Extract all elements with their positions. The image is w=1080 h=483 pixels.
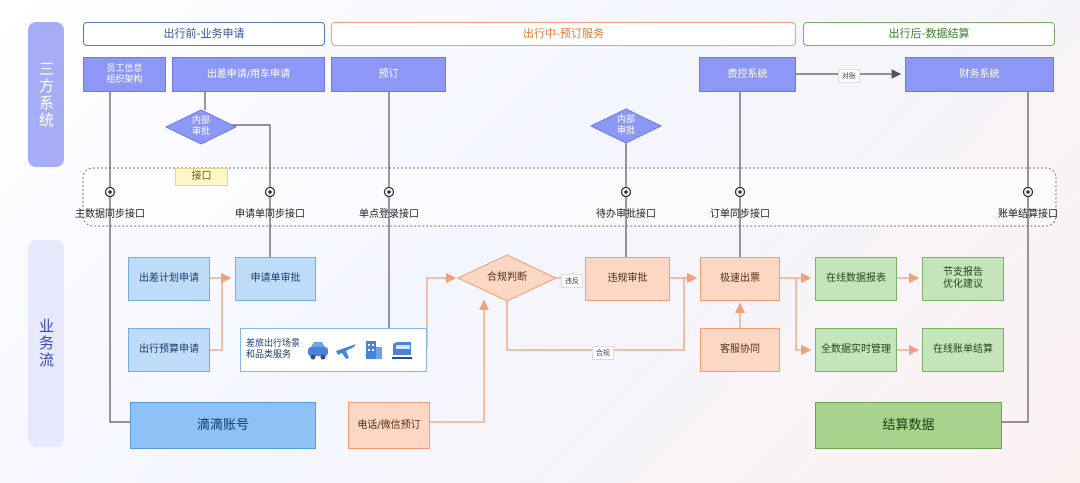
system-employee-info: 员工信息 组织架构: [83, 57, 166, 92]
flow-fast-ticket: 极速出票: [700, 257, 780, 301]
flow-violation-approval: 违规审批: [585, 257, 670, 301]
decision-internal-approval-2-label: 内部 审批: [616, 115, 635, 136]
system-finance: 财务系统: [905, 57, 1054, 92]
flow-online-report: 在线数据报表: [815, 257, 897, 301]
phase-post-header: 出行后-数据结算: [803, 22, 1055, 46]
interface-point-sso: 单点登录接口: [359, 209, 419, 220]
system-booking: 预订: [331, 57, 446, 92]
interface-point-order-sync: 订单同步接口: [710, 209, 770, 220]
edge-label-reconcile: 对账: [838, 69, 860, 83]
flow-phone-booking: 电话/微信预订: [348, 402, 430, 449]
decision-internal-approval-1-label: 内部 审批: [191, 116, 210, 137]
flow-settlement-data: 结算数据: [815, 402, 1002, 449]
system-expense-control: 费控系统: [699, 57, 796, 92]
flow-realtime-mgmt: 全数据实时管理: [815, 328, 897, 372]
flow-scenario-service: 差旅出行场景 和品类服务: [240, 328, 427, 372]
flow-savings-report: 节支报告 优化建议: [922, 257, 1004, 301]
train-icon: [392, 342, 413, 359]
interface-point-todo-approval: 待办审批接口: [596, 209, 656, 220]
hotel-icon: [366, 341, 383, 359]
interface-band: [82, 167, 1057, 227]
system-trip-apply: 出差申请/用车申请: [172, 57, 325, 92]
scenario-icons: [306, 338, 414, 362]
decision-internal-approval-1: [164, 109, 238, 145]
plane-icon: [336, 344, 357, 359]
phase-pre-header: 出行前-业务申请: [83, 22, 325, 46]
flow-trip-budget: 出行预算申请: [128, 328, 210, 372]
decision-compliance-check-label: 合规判断: [487, 272, 527, 283]
flow-didi-account: 滴滴账号: [130, 402, 316, 449]
flow-customer-service: 客服协同: [700, 328, 780, 372]
interface-tag: 接口: [175, 168, 228, 186]
lane-third-party: 三方系统: [28, 22, 64, 167]
scenario-service-label: 差旅出行场景 和品类服务: [246, 339, 301, 360]
edge-label-compliant: 合规: [592, 346, 614, 360]
interface-point-master-data: 主数据同步接口: [75, 209, 145, 220]
interface-point-apply-sync: 申请单同步接口: [235, 209, 305, 220]
flow-online-bill: 在线账单结算: [922, 328, 1004, 372]
phase-mid-header: 出行中-预订服务: [331, 22, 796, 46]
decision-compliance-check: [456, 254, 558, 302]
lane-business: 业务流: [28, 240, 64, 447]
interface-points: [104, 186, 1034, 198]
decision-internal-approval-2: [589, 108, 663, 144]
car-icon: [308, 342, 329, 360]
edge-label-violation: 违反: [561, 274, 583, 288]
flow-trip-plan: 出差计划申请: [128, 257, 210, 301]
flow-apply-approval: 申请单审批: [235, 257, 316, 301]
interface-point-bill-settlement: 账单结算接口: [998, 209, 1058, 220]
